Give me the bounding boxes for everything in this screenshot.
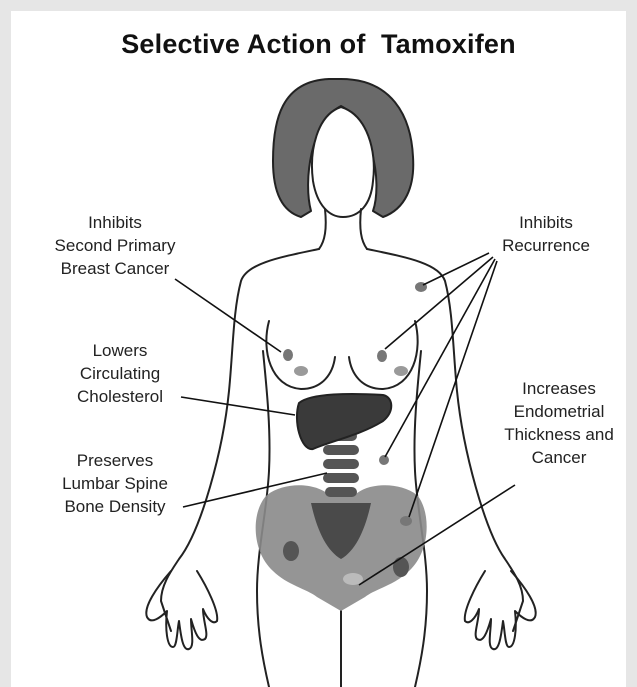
left-breast — [266, 321, 335, 389]
label-line: Preserves — [45, 449, 185, 472]
pointer-breast-cancer — [175, 279, 281, 352]
left-nipple — [294, 366, 308, 376]
label-line: Bone Density — [45, 495, 185, 518]
label-line: Circulating — [55, 362, 185, 385]
right-hand — [465, 571, 536, 649]
label-line: Increases — [489, 377, 629, 400]
pointer-recurrence-2 — [385, 257, 493, 349]
diagram-card: Selective Action of Tamoxifen — [11, 11, 626, 687]
label-line: Thickness and — [489, 423, 629, 446]
label-line: Breast Cancer — [35, 257, 195, 280]
label-spine: Preserves Lumbar Spine Bone Density — [45, 449, 185, 518]
right-nipple — [394, 366, 408, 376]
label-line: Recurrence — [481, 234, 611, 257]
label-line: Lumbar Spine — [45, 472, 185, 495]
label-line: Cancer — [489, 446, 629, 469]
label-line: Lowers — [55, 339, 185, 362]
label-cholesterol: Lowers Circulating Cholesterol — [55, 339, 185, 408]
left-hand — [146, 571, 217, 649]
label-line: Cholesterol — [55, 385, 185, 408]
label-endometrial: Increases Endometrial Thickness and Canc… — [489, 377, 629, 469]
label-line: Endometrial — [489, 400, 629, 423]
label-breast-cancer: Inhibits Second Primary Breast Cancer — [35, 211, 195, 280]
label-line: Inhibits — [481, 211, 611, 234]
label-line: Inhibits — [35, 211, 195, 234]
label-line: Second Primary — [35, 234, 195, 257]
pointer-cholesterol — [181, 397, 295, 415]
label-recurrence: Inhibits Recurrence — [481, 211, 611, 257]
